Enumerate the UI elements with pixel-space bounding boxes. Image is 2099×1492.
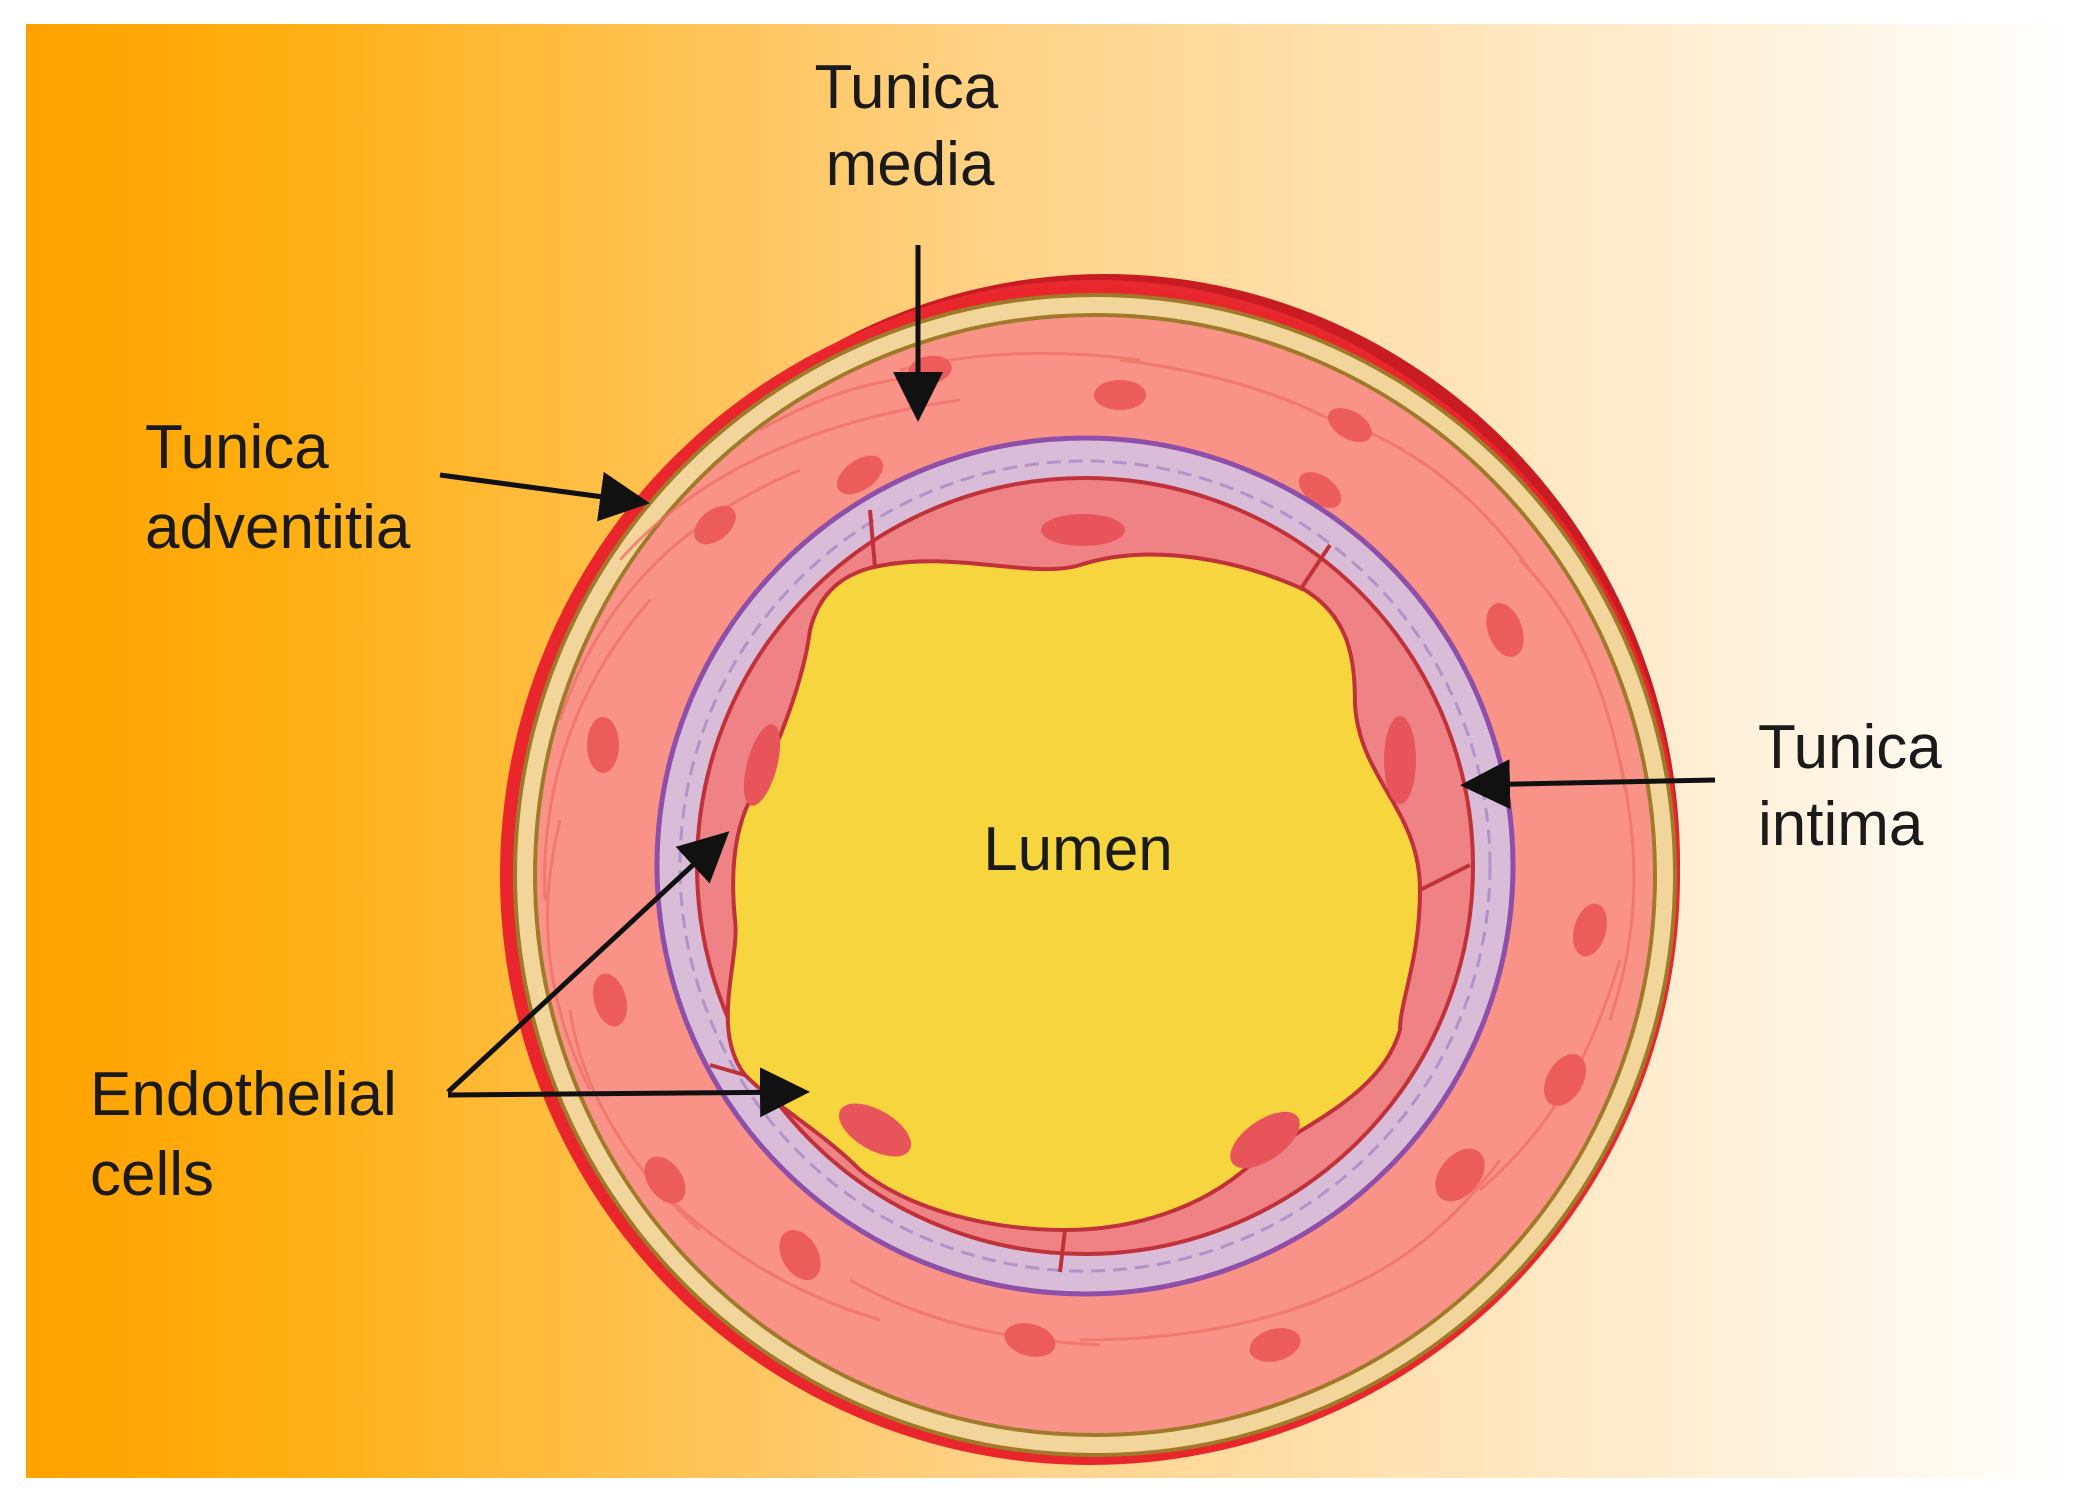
label-tunica-intima-line1: Tunica — [1758, 713, 1942, 782]
label-tunica-intima-line2: intima — [1758, 790, 1924, 859]
label-tunica-adventitia-line1: Tunica — [145, 413, 329, 482]
label-endothelial-cells: Endothelial cells — [90, 1060, 414, 1209]
arrow-endothelial-cells-upper — [446, 831, 730, 1094]
label-tunica-media-line2: media — [826, 130, 995, 199]
arrow-endothelial-cells-lower — [447, 1067, 810, 1118]
label-tunica-intima: Tunica intima — [1758, 713, 1959, 859]
arrow-tunica-adventitia — [439, 471, 650, 522]
label-tunica-media: Tunica media — [814, 53, 1015, 199]
label-tunica-adventitia: Tunica adventitia — [145, 413, 411, 562]
internal-elastic-lamina — [678, 459, 1492, 1273]
endothelial-cell-nuclei — [743, 514, 1416, 1169]
label-endothelial-cells-line2: cells — [90, 1140, 214, 1209]
label-tunica-adventitia-line2: adventitia — [145, 493, 411, 562]
label-tunica-media-line1: Tunica — [814, 53, 998, 122]
label-endothelial-cells-line1: Endothelial — [90, 1060, 397, 1129]
label-lumen: Lumen — [983, 815, 1173, 884]
arrow-tunica-intima — [1460, 759, 1716, 810]
endothelial-cell-borders — [709, 509, 1471, 1273]
lumen-area — [725, 552, 1423, 1233]
